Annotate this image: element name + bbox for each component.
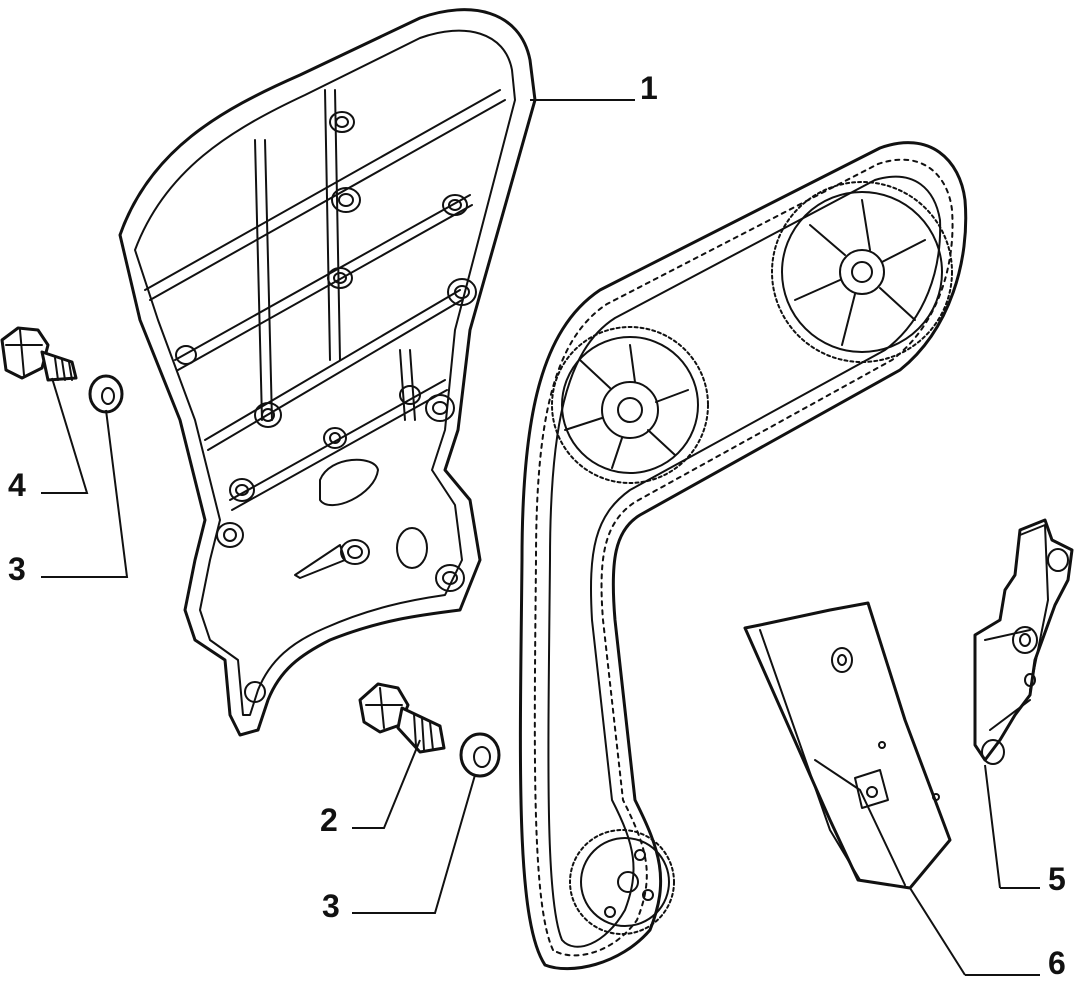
callout-2: 2 — [320, 802, 338, 838]
callout-3-center: 3 — [322, 888, 340, 924]
bracket-icon — [973, 518, 1074, 765]
callout-5: 5 — [1048, 861, 1066, 897]
callout-1: 1 — [640, 70, 658, 106]
callout-6: 6 — [1048, 945, 1066, 981]
timing-belt-cover-icon — [118, 8, 537, 737]
callout-3-left: 3 — [8, 551, 26, 587]
washer-icon — [459, 732, 501, 778]
timing-belt-and-sprockets-icon — [518, 141, 968, 971]
belt-guard-icon — [743, 601, 952, 890]
leader-lines — [41, 99, 1040, 976]
bolt-icon — [0, 326, 78, 382]
bolt-icon — [358, 682, 446, 754]
washer-icon — [88, 374, 124, 414]
callout-4: 4 — [8, 467, 26, 503]
